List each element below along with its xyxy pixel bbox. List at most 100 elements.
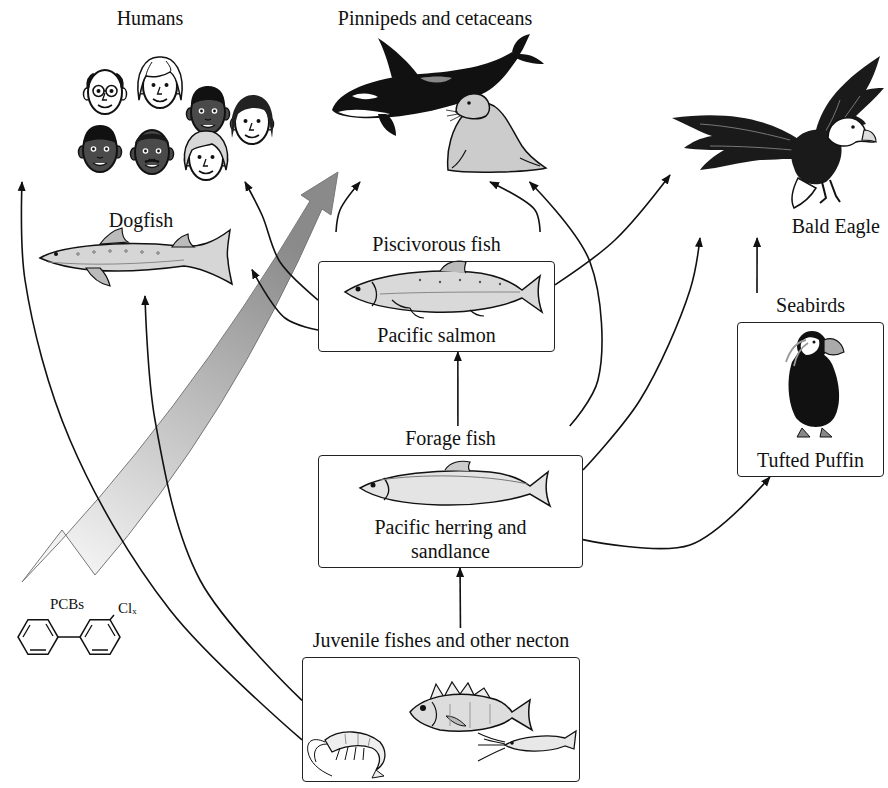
eagle-figure-part bbox=[672, 115, 800, 170]
salmon-figure-part bbox=[479, 281, 481, 283]
shrimp-figure-part bbox=[336, 747, 364, 760]
rockfish-figure-part bbox=[432, 702, 437, 726]
orca-figure-part bbox=[352, 93, 378, 99]
herring-figure-part bbox=[371, 483, 376, 488]
salmon-figure-part bbox=[499, 283, 501, 285]
dogfish-figure-part bbox=[157, 252, 159, 254]
pcb-structure-part bbox=[18, 620, 58, 655]
dogfish-figure-part bbox=[40, 230, 232, 284]
eagle-figure-part bbox=[851, 125, 855, 129]
herring-figure-part bbox=[445, 461, 470, 471]
squid-figure-part bbox=[478, 733, 505, 761]
human-faces-part bbox=[79, 125, 122, 172]
orca-figure-part bbox=[512, 34, 544, 64]
human-faces-part-part bbox=[135, 134, 169, 145]
salmon-figure-part bbox=[380, 292, 520, 294]
human-faces-part bbox=[84, 70, 127, 114]
organism-label: Bald Eagle bbox=[788, 214, 884, 238]
puffin-figure-part bbox=[786, 340, 808, 366]
feeding-arrow bbox=[457, 352, 459, 426]
box-outline: Tufted Puffin bbox=[737, 322, 884, 477]
squid-figure-part bbox=[510, 741, 514, 745]
human-faces-part bbox=[187, 86, 230, 134]
human-faces-part-part bbox=[83, 125, 117, 144]
seal-figure bbox=[446, 94, 546, 172]
human-faces-part bbox=[131, 130, 174, 174]
feeding-arrow bbox=[490, 182, 540, 232]
orca-figure-part bbox=[378, 38, 418, 78]
eagle-figure-part bbox=[792, 178, 816, 208]
human-faces-part-part bbox=[116, 74, 122, 88]
salmon-figure bbox=[345, 261, 542, 318]
squid-figure-part bbox=[505, 731, 576, 751]
trophic-box: Juvenile fishes and other necton bbox=[302, 628, 580, 782]
organism-label: Pinnipeds and cetaceans bbox=[334, 6, 536, 30]
seal-figure-part bbox=[456, 94, 489, 119]
human-faces-part-part bbox=[88, 74, 94, 88]
organism-group: Pinnipeds and cetaceans bbox=[325, 6, 545, 182]
human-faces bbox=[79, 57, 274, 180]
rockfish-figure-part bbox=[446, 716, 466, 726]
eagle-figure-part bbox=[820, 180, 840, 203]
dogfish-figure-part bbox=[77, 253, 79, 255]
connector-group bbox=[21, 175, 770, 740]
dogfish-figure-part bbox=[172, 234, 194, 247]
feeding-arrow bbox=[583, 477, 770, 549]
salmon-figure-part bbox=[356, 287, 361, 292]
human-faces-part-part bbox=[84, 70, 127, 114]
pcb-arrow bbox=[22, 172, 338, 582]
human-faces-part bbox=[184, 131, 227, 180]
pcb-structure-part bbox=[23, 624, 53, 650]
human-faces-part-part bbox=[184, 131, 227, 170]
dogfish-figure-part bbox=[48, 260, 184, 264]
human-faces-part-part bbox=[191, 86, 225, 106]
shrimp-figure bbox=[308, 732, 385, 778]
chemical-label: Clₓ bbox=[118, 600, 137, 617]
shrimp-figure-part bbox=[308, 740, 332, 776]
human-faces-part-part bbox=[131, 130, 174, 174]
seal-figure-part bbox=[467, 101, 471, 105]
herring-figure-part bbox=[360, 471, 550, 506]
human-faces-part-part bbox=[104, 90, 106, 92]
squid-figure bbox=[478, 731, 576, 761]
feeding-arrow bbox=[459, 568, 461, 628]
human-faces-part bbox=[138, 57, 182, 108]
human-faces-part-part bbox=[145, 161, 159, 163]
shrimp-figure-part bbox=[372, 770, 384, 778]
orca-figure-part bbox=[378, 114, 396, 136]
feeding-arrow bbox=[245, 182, 318, 300]
pcb-arrow-part bbox=[22, 172, 338, 582]
human-faces-part-part bbox=[106, 86, 117, 97]
eagle-figure-part bbox=[862, 130, 876, 142]
box-outline: Pacific herring and sandlance bbox=[318, 455, 583, 568]
organism-group: Dogfish bbox=[30, 208, 252, 296]
eagle-figure bbox=[672, 56, 884, 208]
feeding-arrow bbox=[21, 182, 302, 740]
pcb-structure bbox=[18, 615, 120, 654]
puffin-figure-part bbox=[824, 339, 844, 355]
shrimp-figure-part bbox=[345, 734, 370, 747]
pcb-structure-part bbox=[80, 620, 120, 655]
chemical-label: PCBs bbox=[50, 596, 84, 613]
salmon-figure-part bbox=[439, 281, 441, 283]
feeding-arrow bbox=[583, 238, 700, 470]
salmon-figure-part bbox=[345, 271, 542, 312]
puffin-figure bbox=[786, 331, 844, 437]
group-heading: Forage fish bbox=[405, 426, 496, 450]
organism-group: Humans bbox=[15, 6, 285, 182]
shrimp-figure-part bbox=[325, 732, 385, 770]
pcb-structure-part bbox=[58, 615, 114, 637]
species-name: Pacific salmon bbox=[377, 323, 495, 347]
feeding-arrow bbox=[252, 270, 318, 330]
herring-figure-part bbox=[380, 476, 528, 484]
organism-label: Dogfish bbox=[105, 208, 177, 232]
human-faces-part-part bbox=[146, 61, 171, 76]
organism-label: Humans bbox=[113, 6, 188, 30]
human-faces-part-part bbox=[93, 86, 104, 97]
group-heading: Piscivorous fish bbox=[372, 232, 500, 256]
dogfish-figure bbox=[40, 228, 232, 286]
feeding-arrow bbox=[555, 175, 670, 285]
box-outline: Pacific salmon bbox=[318, 261, 555, 352]
